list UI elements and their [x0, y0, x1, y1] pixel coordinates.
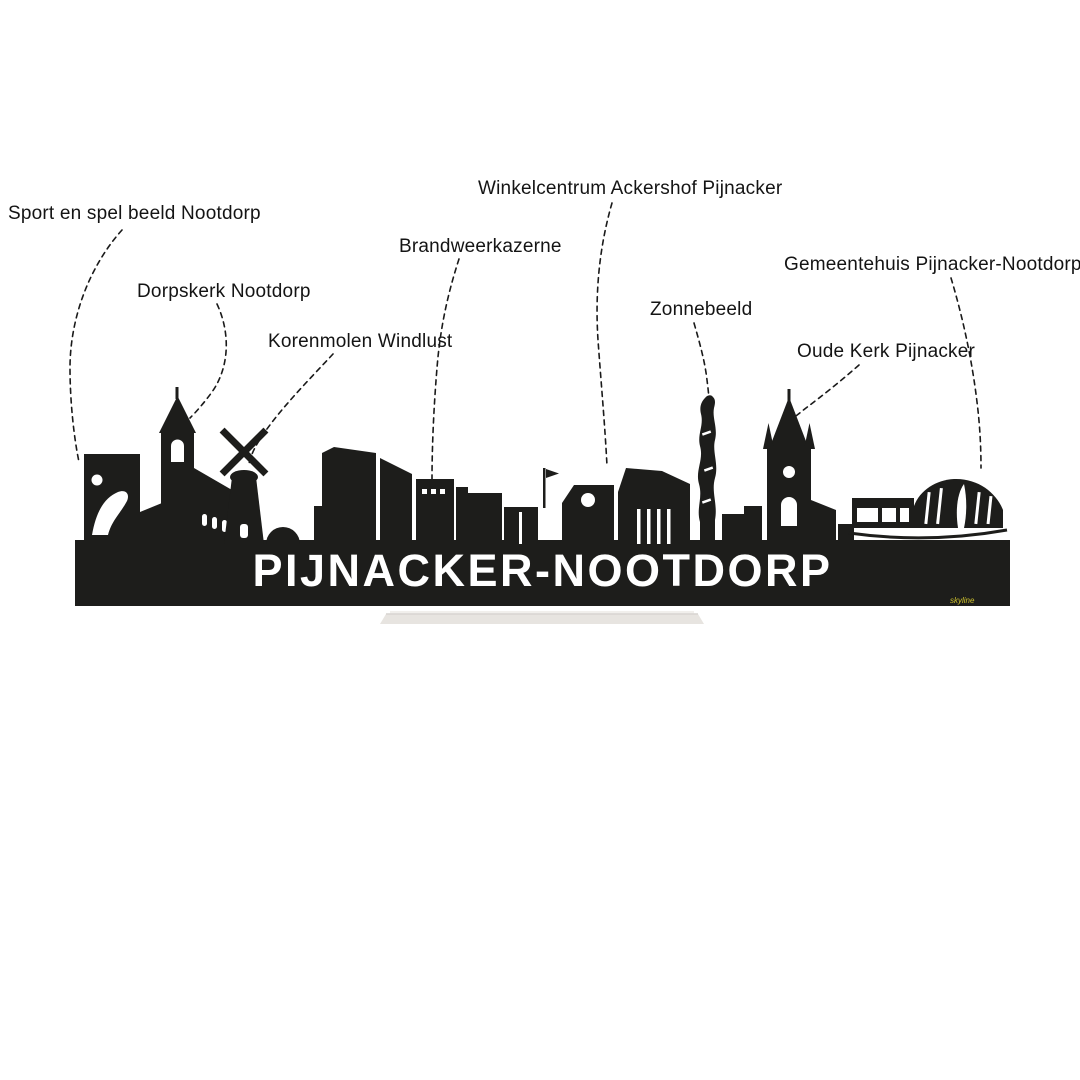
silhouette-korenmolen: [219, 427, 300, 544]
label-winkelcentrum-ackershof: Winkelcentrum Ackershof Pijnacker: [478, 178, 783, 199]
silhouette-winkelcentrum: [618, 468, 690, 544]
leader-line-korenmolen: [248, 353, 334, 465]
silhouette-oude-kerk: [763, 389, 854, 544]
label-gemeentehuis: Gemeentehuis Pijnacker-Nootdorp: [784, 254, 1080, 275]
display-stand: [380, 611, 704, 624]
leader-line-brandweerkazerne: [431, 258, 460, 481]
label-brandweerkazerne: Brandweerkazerne: [399, 236, 562, 257]
leader-line-oude-kerk: [791, 364, 860, 420]
silhouette-sport-en-spel: [84, 454, 162, 544]
label-zonnebeeld: Zonnebeeld: [650, 299, 753, 320]
leader-line-zonnebeeld: [693, 322, 710, 404]
silhouette-gemeentehuis: [848, 478, 1008, 540]
leader-line-gemeentehuis: [950, 277, 982, 469]
label-korenmolen-windlust: Korenmolen Windlust: [268, 331, 453, 352]
skyline-silhouette: [75, 387, 1010, 606]
label-dorpskerk-nootdorp: Dorpskerk Nootdorp: [137, 281, 311, 302]
leader-line-winkelcentrum: [596, 202, 613, 467]
label-oude-kerk-pijnacker: Oude Kerk Pijnacker: [797, 341, 976, 362]
label-sport-en-spel-beeld: Sport en spel beeld Nootdorp: [8, 203, 261, 224]
baseplate-band: [75, 540, 1010, 606]
leader-line-dorpskerk: [189, 303, 227, 419]
leader-lines: [69, 202, 982, 481]
skyline-city-name: PIJNACKER-NOOTDORP: [252, 545, 833, 596]
silhouette-dorpskerk: [159, 387, 232, 544]
brand-watermark: skyline: [950, 596, 975, 605]
ground-swoosh: [848, 528, 1008, 540]
leader-line-sport-en-spel: [69, 229, 123, 463]
silhouette-zonnebeeld: [697, 395, 762, 544]
silhouette-brandweerkazerne-buildings: [314, 447, 614, 544]
